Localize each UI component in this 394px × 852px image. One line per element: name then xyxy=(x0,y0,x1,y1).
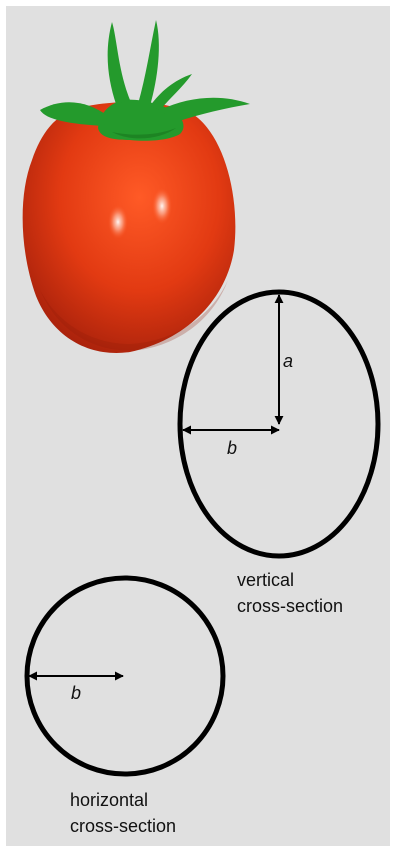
vertical-label-b: b xyxy=(227,438,237,458)
tomato-stem xyxy=(40,20,250,141)
vertical-caption-line2: cross-section xyxy=(237,596,343,616)
tomato-highlight-left xyxy=(108,205,128,239)
label-a: a xyxy=(283,351,293,371)
tomato-body xyxy=(22,102,236,353)
tomato-highlight-right xyxy=(152,188,172,224)
vertical-ellipse-outline xyxy=(177,289,381,559)
horizontal-cross-section: b horizontal cross-section xyxy=(24,575,226,836)
horizontal-caption-line2: cross-section xyxy=(70,816,176,836)
horizontal-circle-outline xyxy=(24,575,226,777)
horizontal-label-b: b xyxy=(71,683,81,703)
vertical-cross-section: a b vertical cross-section xyxy=(177,289,381,616)
horizontal-caption-line1: horizontal xyxy=(70,790,148,810)
vertical-caption-line1: vertical xyxy=(237,570,294,590)
tomato-illustration xyxy=(22,20,250,353)
